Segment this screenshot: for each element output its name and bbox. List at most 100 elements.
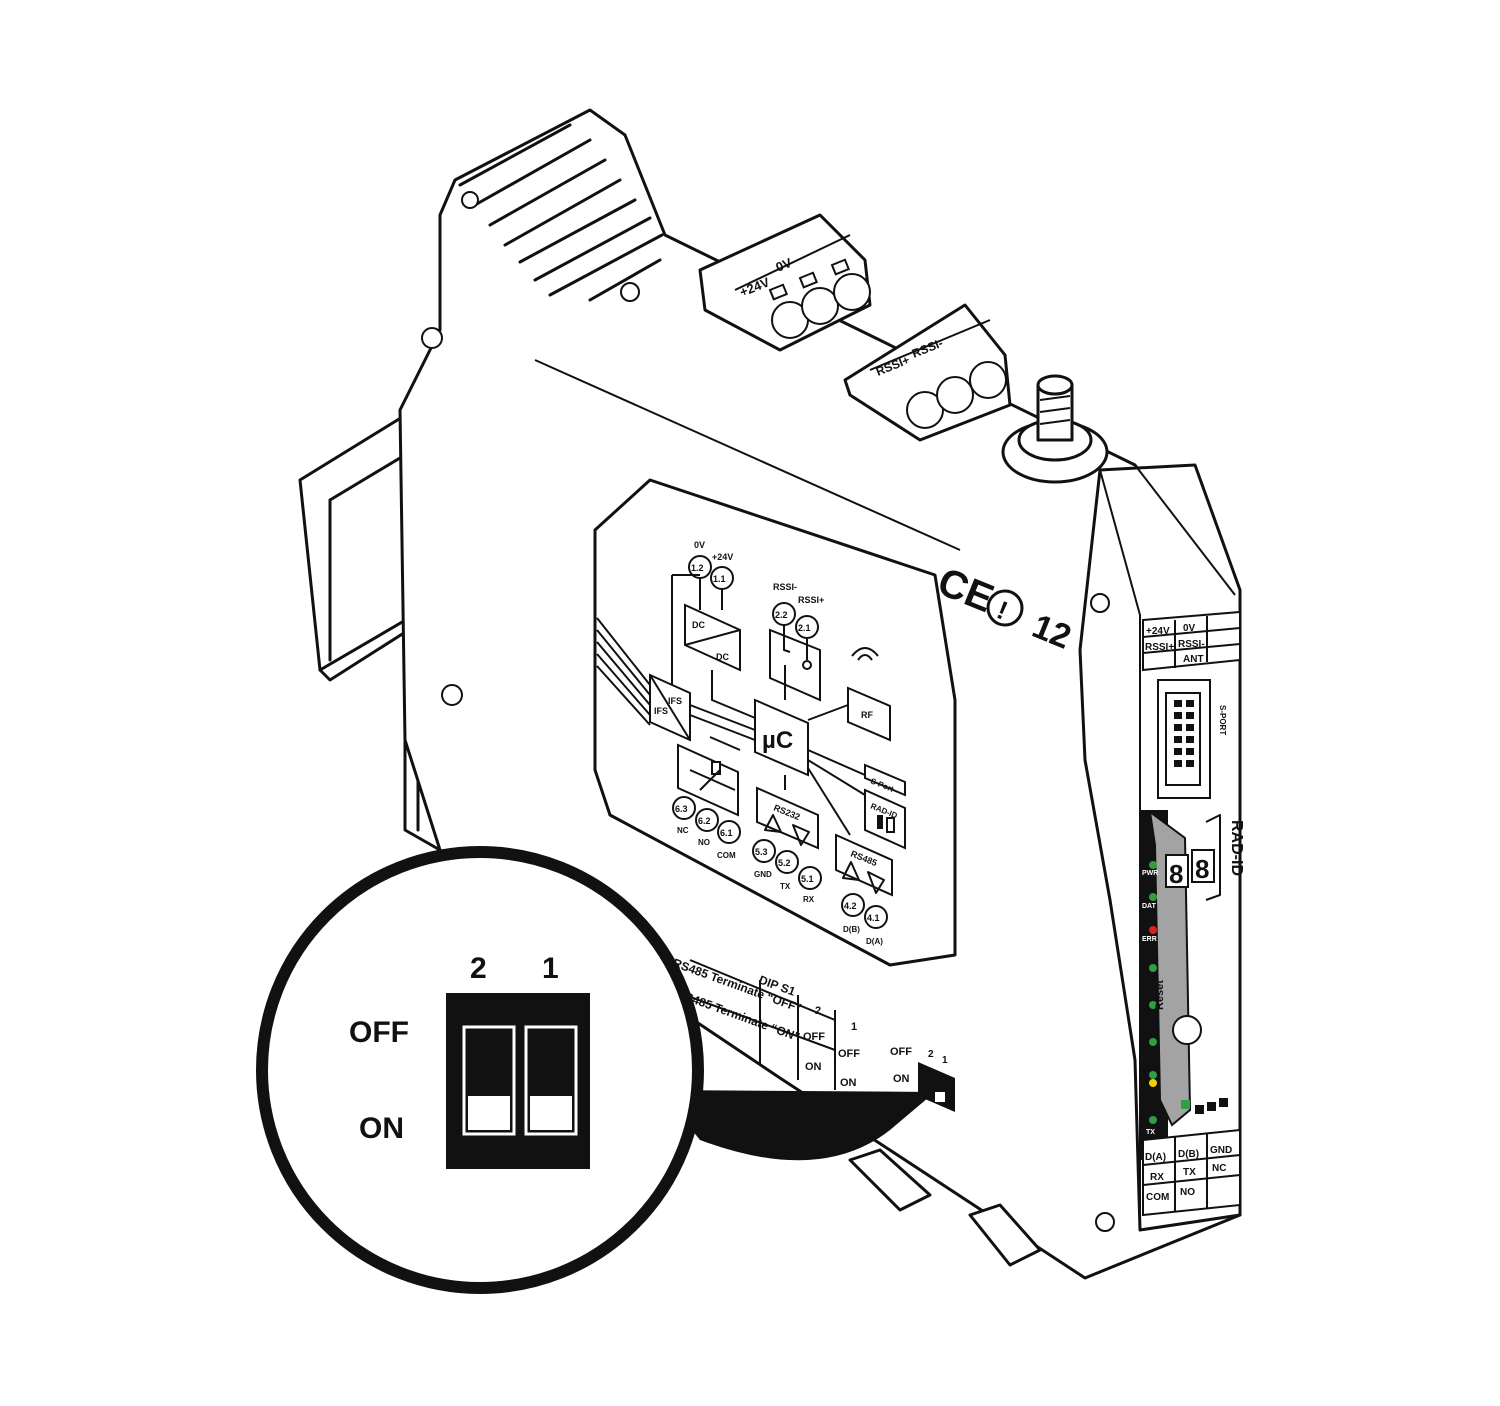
svg-text:8: 8 bbox=[1169, 859, 1183, 889]
svg-text:TX: TX bbox=[1183, 1167, 1196, 1178]
dip-switch-callout: 2 1 OFF ON bbox=[256, 846, 935, 1294]
top-terminal-b: RSSI+ RSSI- bbox=[843, 303, 1012, 442]
svg-text:ON: ON bbox=[893, 1073, 910, 1085]
led-icon bbox=[1149, 893, 1157, 901]
svg-text:RSSI-: RSSI- bbox=[1178, 639, 1205, 650]
svg-text:4.1: 4.1 bbox=[867, 913, 880, 923]
dip-switch-1-knob bbox=[530, 1096, 572, 1130]
svg-text:µC: µC bbox=[762, 727, 793, 754]
svg-text:RSSI-: RSSI- bbox=[773, 582, 797, 592]
led-icon bbox=[1149, 1116, 1157, 1124]
svg-text:NC: NC bbox=[1212, 1163, 1226, 1174]
svg-text:ON: ON bbox=[840, 1077, 857, 1089]
sport-connector: S-PORT bbox=[1157, 679, 1227, 799]
svg-text:4.2: 4.2 bbox=[844, 901, 857, 911]
dc-dc-converter: DC DC bbox=[671, 574, 761, 721]
led-icon bbox=[1149, 964, 1157, 972]
svg-text:D(B): D(B) bbox=[1178, 1149, 1199, 1160]
svg-text:5.1: 5.1 bbox=[801, 874, 814, 884]
callout-switch-num-1: 1 bbox=[542, 952, 559, 985]
svg-text:TX: TX bbox=[780, 882, 791, 891]
svg-text:DAT: DAT bbox=[1142, 903, 1157, 910]
callout-on-label: ON bbox=[359, 1112, 404, 1145]
svg-text:NO: NO bbox=[698, 838, 710, 847]
antenna-connector-icon bbox=[1001, 374, 1109, 484]
svg-text:Reset: Reset bbox=[1154, 980, 1166, 1010]
svg-text:6.3: 6.3 bbox=[675, 804, 688, 814]
block-diagram-label: 0V +24V 1.2 1.1 DC DC RSSI- RSSI+ 2.2 2.… bbox=[593, 478, 957, 967]
svg-text:DC: DC bbox=[716, 652, 729, 662]
rssi-pins: RSSI- RSSI+ 2.2 2.1 bbox=[769, 582, 824, 702]
svg-text:IFS: IFS bbox=[654, 706, 668, 716]
led-icon bbox=[1149, 1071, 1157, 1079]
svg-text:S-PORT: S-PORT bbox=[1218, 705, 1227, 735]
svg-text:5.2: 5.2 bbox=[778, 858, 791, 868]
svg-text:0V: 0V bbox=[694, 540, 705, 550]
dip-switch-2-knob bbox=[468, 1096, 510, 1130]
svg-text:5.3: 5.3 bbox=[755, 847, 768, 857]
screw-icon bbox=[833, 273, 871, 311]
rs485-block: RS485 4.2 4.1 D(B) D(A) bbox=[807, 767, 893, 946]
terminal-label-0v: 0V bbox=[774, 255, 795, 275]
svg-text:RSSI+: RSSI+ bbox=[798, 595, 824, 605]
wireless-icon bbox=[851, 647, 879, 661]
svg-text:ON: ON bbox=[805, 1061, 822, 1073]
svg-text:RAD-ID: RAD-ID bbox=[1228, 820, 1245, 876]
rf-block: RF bbox=[847, 647, 891, 742]
svg-text:D(B): D(B) bbox=[843, 925, 860, 934]
svg-text:RX: RX bbox=[803, 895, 815, 904]
reset-button[interactable] bbox=[1172, 1015, 1202, 1045]
svg-text:TX: TX bbox=[1146, 1129, 1155, 1136]
screw-icon bbox=[969, 361, 1007, 399]
svg-text:1: 1 bbox=[942, 1055, 948, 1066]
screw-icon bbox=[936, 376, 974, 414]
power-pins: 0V +24V 1.2 1.1 bbox=[688, 540, 734, 610]
svg-text:NO: NO bbox=[1180, 1187, 1195, 1198]
top-terminal-a: +24V 0V bbox=[698, 213, 872, 352]
led-icon bbox=[1149, 1001, 1157, 1009]
svg-text:D(A): D(A) bbox=[866, 937, 883, 946]
svg-text:OFF: OFF bbox=[838, 1048, 860, 1060]
svg-text:NC: NC bbox=[677, 826, 689, 835]
svg-text:2: 2 bbox=[928, 1049, 934, 1060]
svg-text:ERR: ERR bbox=[1142, 936, 1157, 943]
svg-text:PWR: PWR bbox=[1142, 870, 1158, 877]
svg-text:OFF: OFF bbox=[890, 1046, 912, 1058]
svg-text:DC: DC bbox=[692, 620, 705, 630]
led-icon bbox=[1149, 1038, 1157, 1046]
svg-text:1: 1 bbox=[851, 1021, 857, 1033]
small-dip-switch[interactable]: OFF ON 2 1 bbox=[890, 1046, 955, 1112]
svg-text:2: 2 bbox=[815, 1005, 821, 1017]
svg-text:2.2: 2.2 bbox=[775, 610, 788, 620]
svg-text:COM: COM bbox=[717, 851, 736, 860]
screw-icon bbox=[801, 287, 839, 325]
rs232-block: RS232 5.3 5.2 5.1 GND TX RX bbox=[752, 775, 822, 904]
svg-text:+24V: +24V bbox=[712, 552, 733, 562]
svg-text:IFS: IFS bbox=[668, 696, 682, 706]
svg-text:COM: COM bbox=[1146, 1192, 1169, 1203]
svg-text:ANT: ANT bbox=[1183, 654, 1204, 665]
svg-text:1.1: 1.1 bbox=[713, 574, 726, 584]
svg-text:1.2: 1.2 bbox=[691, 563, 704, 573]
svg-text:RF: RF bbox=[861, 710, 873, 720]
svg-text:RSSI+: RSSI+ bbox=[1145, 642, 1174, 653]
screw-icon bbox=[906, 391, 944, 429]
led-icon bbox=[1149, 926, 1157, 934]
svg-text:2.1: 2.1 bbox=[798, 623, 811, 633]
led-icon bbox=[1149, 1079, 1157, 1087]
svg-text:0V: 0V bbox=[1183, 623, 1196, 634]
relay-block: 6.3 6.2 6.1 NC NO COM bbox=[672, 736, 741, 860]
svg-text:6.2: 6.2 bbox=[698, 816, 711, 826]
svg-text:D(A): D(A) bbox=[1145, 1152, 1166, 1163]
svg-text:OFF: OFF bbox=[803, 1031, 825, 1043]
led-icon bbox=[1149, 861, 1157, 869]
ifs-block: IFS IFS bbox=[596, 617, 756, 742]
svg-text:6.1: 6.1 bbox=[720, 828, 733, 838]
svg-text:GND: GND bbox=[1210, 1145, 1232, 1156]
microcontroller-block: µC bbox=[754, 665, 866, 796]
svg-text:8: 8 bbox=[1195, 854, 1209, 884]
svg-text:RX: RX bbox=[1150, 1172, 1164, 1183]
svg-text:+24V: +24V bbox=[1146, 626, 1170, 637]
callout-off-label: OFF bbox=[349, 1016, 409, 1049]
